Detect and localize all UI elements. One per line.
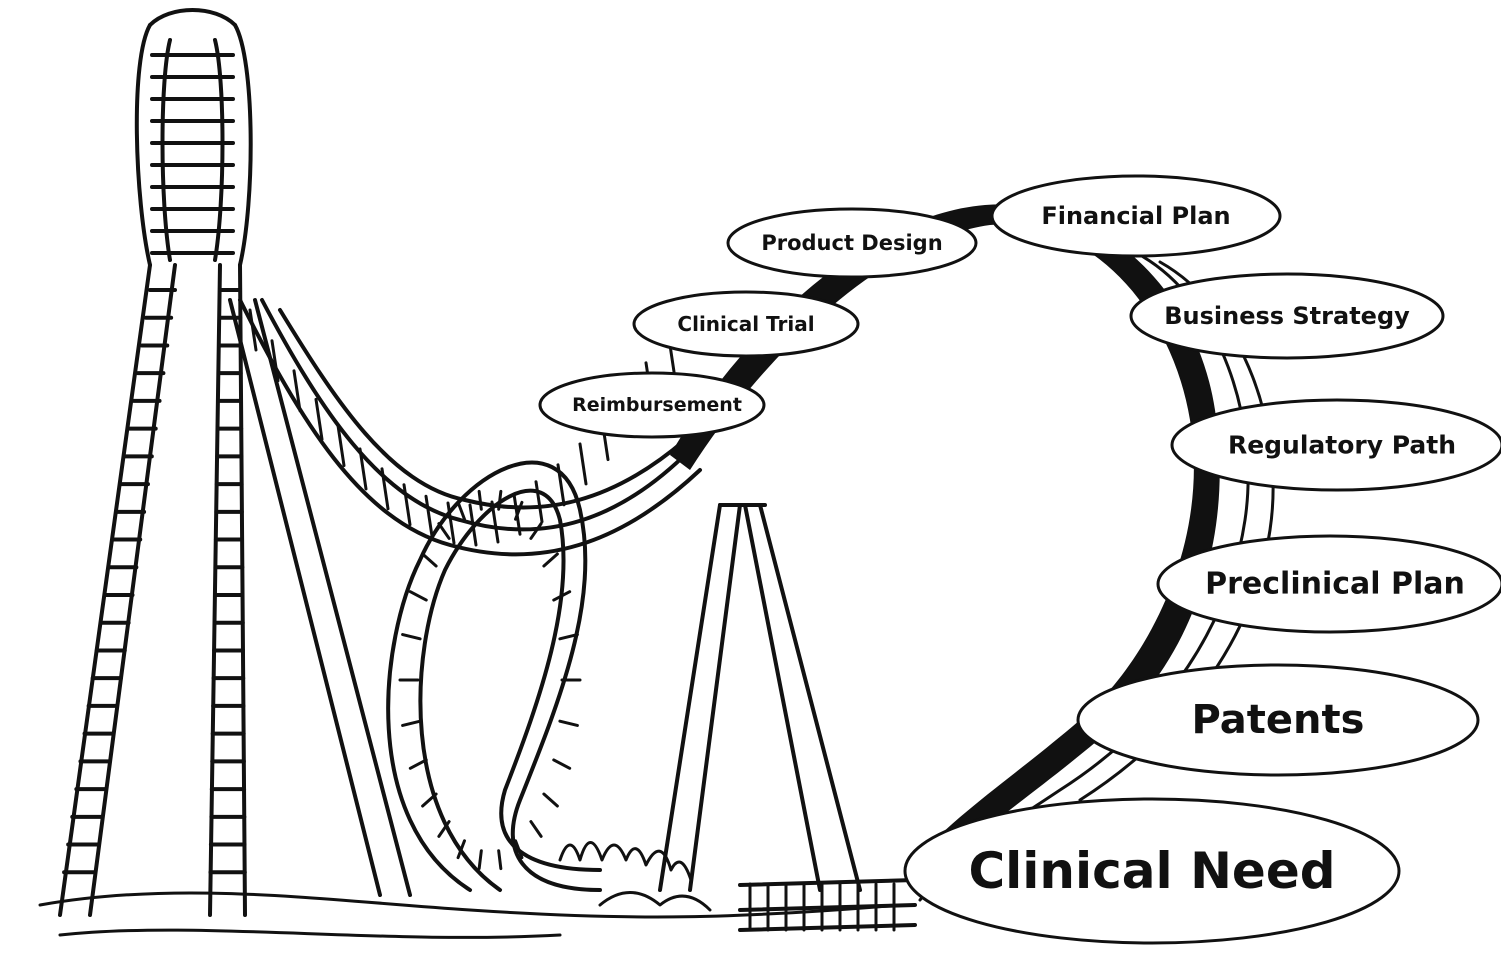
small-loop-tie [401, 719, 422, 727]
small-loop-ties [398, 489, 582, 871]
tall-tower [58, 8, 412, 917]
dip-track-ties [248, 298, 698, 547]
dip-track-tie [578, 442, 588, 486]
small-loop-tie [497, 849, 503, 871]
small-loop-tie [456, 839, 466, 860]
small-loop-tie [552, 590, 572, 602]
dip-track-tie [534, 480, 544, 524]
roller-coaster-illustration [38, 8, 1275, 939]
stage-patents: Patents [1076, 663, 1480, 777]
small-loop-tie [477, 849, 483, 871]
bottom-track [738, 878, 917, 932]
dip-track-tie [270, 339, 280, 383]
small-loop-tie [497, 489, 503, 511]
stage-preclinical-plan: Preclinical Plan [1156, 534, 1501, 634]
small-loop-tie [408, 590, 428, 602]
small-loop-tie [437, 820, 451, 838]
small-loop-tie [542, 552, 559, 568]
small-loop-tie [421, 792, 438, 808]
bubble-financial-plan [990, 174, 1282, 258]
middle-support [658, 503, 862, 892]
small-loop [386, 460, 602, 892]
label-clinical-trial: Clinical Trial [677, 312, 814, 336]
small-loop-tie [558, 633, 579, 641]
tower-rungs [62, 53, 247, 875]
small-loop-tie [514, 500, 524, 521]
dip-track-tie [358, 447, 368, 491]
small-loop-tie [437, 522, 451, 540]
dip-track-tie [380, 467, 390, 511]
stage-bubbles: Clinical Need Patents Preclinical Plan R… [538, 174, 1501, 945]
stage-clinical-need: Clinical Need [903, 797, 1401, 945]
bubble-regulatory-path [1170, 398, 1501, 492]
dip-track-tie [446, 501, 456, 545]
bubble-reimbursement [538, 371, 766, 439]
bubble-clinical-trial [632, 290, 860, 358]
dip-track-tie [292, 369, 302, 413]
bubble-patents [1076, 663, 1480, 777]
label-reimbursement: Reimbursement [572, 394, 742, 416]
label-clinical-need: Clinical Need [968, 842, 1335, 900]
small-loop-tie [558, 719, 579, 727]
dip-track-tie [402, 483, 412, 527]
small-loop-tie [529, 820, 543, 838]
small-loop-tie [408, 758, 428, 770]
stage-regulatory-path: Regulatory Path [1170, 398, 1501, 492]
stage-business-strategy: Business Strategy [1129, 272, 1445, 360]
small-loop-tie [477, 489, 483, 511]
bubble-preclinical-plan [1156, 534, 1501, 634]
small-loop-tie [456, 500, 466, 521]
dip-track-tie [248, 308, 258, 352]
small-loop-tie [552, 758, 572, 770]
small-loop-tie [529, 522, 543, 540]
dip-track-tie [424, 494, 434, 538]
stage-product-design: Product Design [726, 207, 978, 279]
bubble-business-strategy [1129, 272, 1445, 360]
stage-financial-plan: Financial Plan [990, 174, 1282, 258]
dip-track-tie [336, 424, 346, 468]
dip-track [238, 298, 702, 557]
small-loop-tie [421, 552, 438, 568]
bottom-track-ties [748, 882, 896, 932]
small-loop-tie [401, 633, 422, 641]
label-financial-plan: Financial Plan [1041, 202, 1230, 230]
bubble-product-design [726, 207, 978, 279]
dip-track-tie [314, 397, 324, 441]
stage-reimbursement: Reimbursement [538, 371, 766, 439]
label-regulatory-path: Regulatory Path [1228, 431, 1456, 460]
bubble-clinical-need [903, 797, 1401, 945]
label-business-strategy: Business Strategy [1164, 302, 1410, 330]
label-preclinical-plan: Preclinical Plan [1205, 567, 1465, 602]
label-product-design: Product Design [761, 231, 942, 255]
small-loop-tie [514, 839, 524, 860]
small-loop-tie [542, 792, 559, 808]
stage-clinical-trial: Clinical Trial [632, 290, 860, 358]
label-patents: Patents [1192, 697, 1365, 743]
